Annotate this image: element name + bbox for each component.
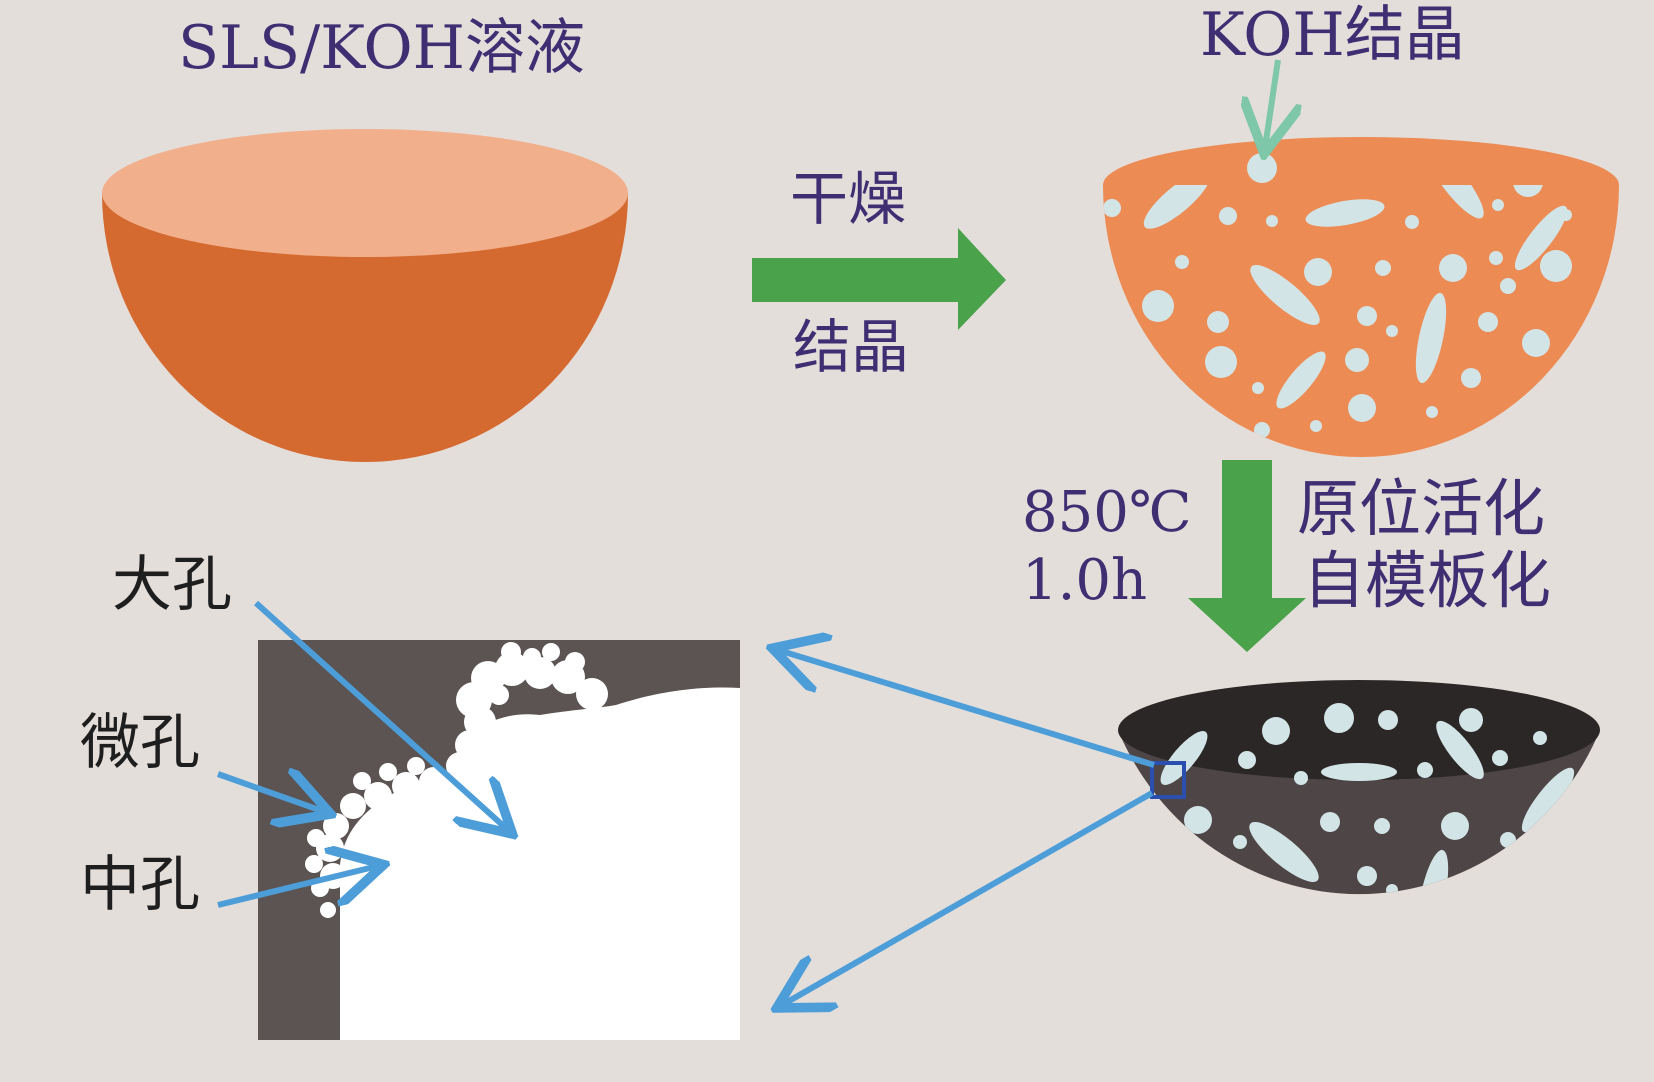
pore-structure-inset: [258, 640, 740, 1040]
koh-crystal-label: KOH结晶: [1200, 0, 1465, 70]
carbon-bowl-interior: [1118, 680, 1600, 780]
solution-bowl-body: [102, 193, 628, 463]
drying-label: 干燥: [790, 165, 907, 233]
mesopore-label: 中孔: [80, 850, 200, 920]
micropore-label: 微孔: [80, 708, 200, 778]
zoom-selection-box: [1150, 761, 1186, 799]
koh-crystal-target: [1247, 153, 1277, 183]
crystal-bowl: [1103, 137, 1619, 457]
drying-arrow: [752, 228, 1006, 330]
koh-pointer-arrow: [1265, 59, 1278, 148]
zoom-line-top: [778, 650, 1155, 768]
activation-arrow: [1188, 460, 1306, 652]
temperature-label: 850℃: [1022, 480, 1192, 545]
crystallization-label: 结晶: [793, 313, 910, 381]
in-situ-activation-label: 原位活化: [1297, 472, 1546, 545]
micropore-arrow: [216, 774, 325, 812]
zoom-line-bottom: [782, 790, 1154, 1005]
self-templating-label: 自模板化: [1303, 544, 1552, 617]
solution-surface: [102, 129, 628, 257]
macropore-label: 大孔: [112, 550, 232, 620]
mesopore-arrow: [217, 866, 378, 908]
duration-label: 1.0h: [1022, 548, 1148, 613]
carbon-bowl: [1118, 680, 1600, 895]
solution-bowl: [102, 129, 628, 463]
carbon-interior-spots: [1160, 703, 1547, 785]
koh-crystal-spots: [1103, 185, 1572, 438]
macropore-arrow: [253, 600, 508, 830]
solution-label: SLS/KOH溶液: [178, 13, 585, 83]
inset-pore-bumps: [305, 642, 608, 918]
